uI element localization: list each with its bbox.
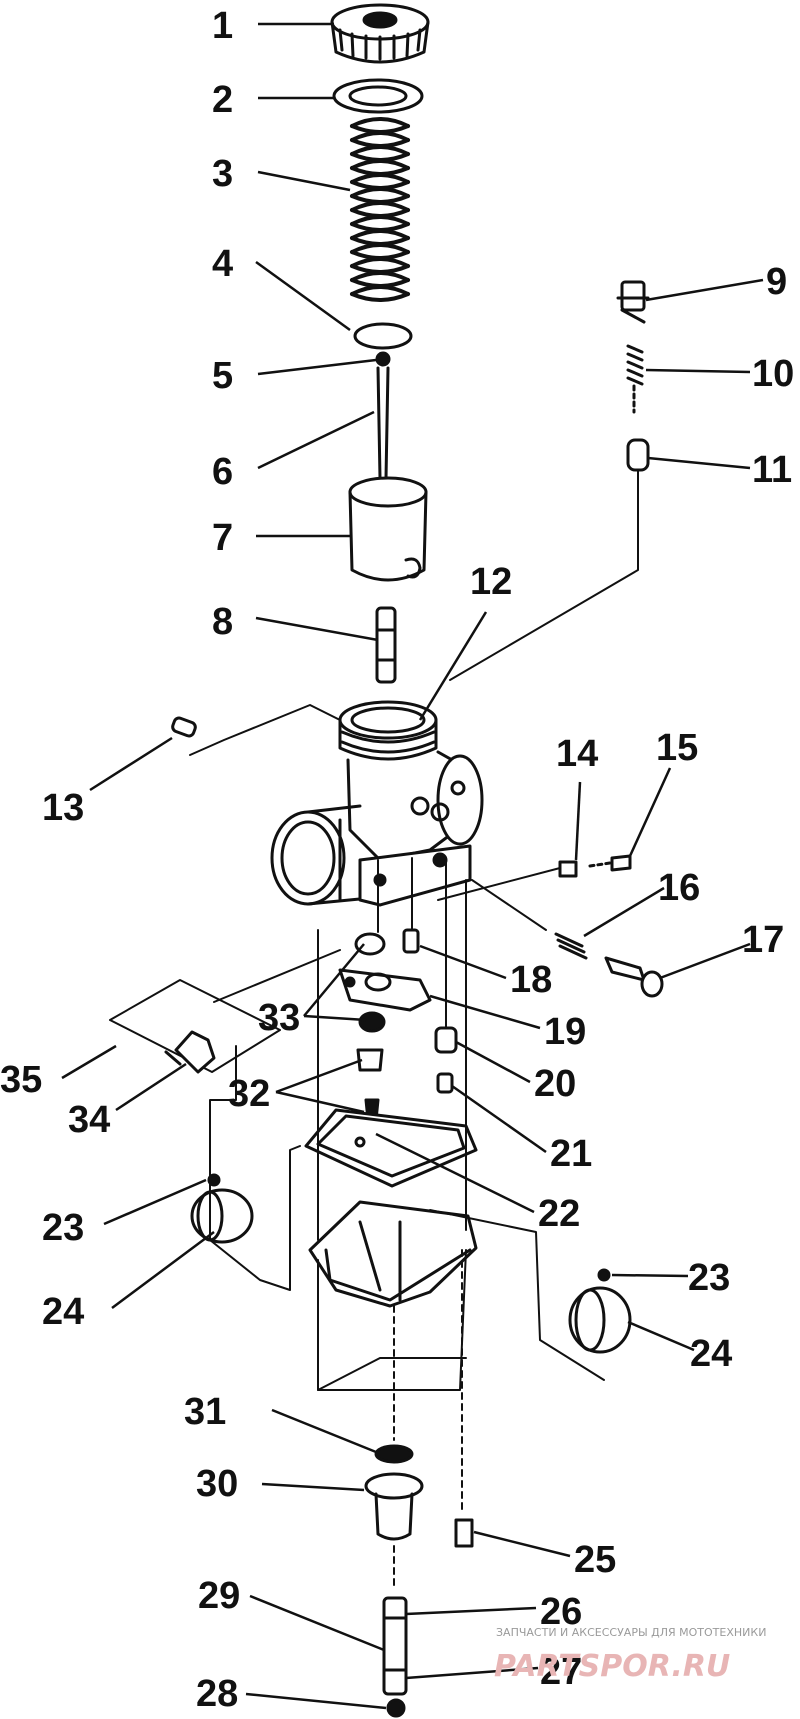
- part-34-35-bracket: [109, 979, 281, 1074]
- part-25-drain-screw: [454, 1249, 474, 1548]
- callout-26: 26: [540, 1591, 582, 1633]
- part-10-spring: [626, 344, 644, 414]
- part-11-plunger: [449, 438, 650, 681]
- callout-32: 32: [228, 1073, 270, 1115]
- callout-8: 8: [212, 601, 233, 643]
- callout-5: 5: [212, 355, 233, 397]
- callout-31: 31: [184, 1391, 226, 1433]
- callout-11: 11: [752, 449, 792, 491]
- callout-23a: 23: [42, 1207, 84, 1249]
- part-3-spring: [350, 117, 410, 302]
- callout-30: 30: [196, 1463, 238, 1505]
- part-1-cap: [330, 3, 430, 64]
- callout-9: 9: [766, 261, 787, 303]
- part-14-15-screw: [558, 854, 632, 878]
- callout-7: 7: [212, 517, 233, 559]
- callout-34: 34: [68, 1099, 110, 1141]
- callout-35: 35: [0, 1059, 42, 1101]
- callout-20: 20: [534, 1063, 576, 1105]
- part-2-washer: [332, 78, 424, 114]
- carburetor-parts: [109, 3, 664, 1718]
- callout-14: 14: [556, 733, 598, 775]
- callout-24b: 24: [690, 1333, 732, 1375]
- part-4-plate: [353, 322, 413, 350]
- watermark-tagline: ЗАПЧАСТИ И АКСЕССУАРЫ ДЛЯ МОТОТЕХНИКИ: [496, 1626, 766, 1639]
- part-20-21-jets: [434, 1026, 458, 1094]
- callout-19: 19: [544, 1011, 586, 1053]
- callout-27: 27: [540, 1651, 582, 1693]
- part-23-24-left: [190, 1173, 254, 1244]
- leader-lines: [61, 22, 764, 1710]
- callout-16: 16: [658, 867, 700, 909]
- part-7-throttle-slide: [348, 476, 428, 582]
- float-bowl: [308, 1200, 478, 1391]
- part-23-24-right: [568, 1268, 632, 1354]
- callout-28: 28: [196, 1673, 238, 1715]
- callout-24a: 24: [42, 1291, 84, 1333]
- watermark-brand: PARTSPOR.RU: [494, 1649, 730, 1684]
- callout-18: 18: [510, 959, 552, 1001]
- callout-3: 3: [212, 153, 233, 195]
- callout-25: 25: [574, 1539, 616, 1581]
- callout-1: 1: [212, 5, 233, 47]
- part-16-17-pilot-screw: [554, 932, 664, 998]
- part-30-31-fitting: [364, 1444, 424, 1541]
- assembly-lines: [189, 704, 605, 1591]
- callout-numbers: 1 2 3 4 5 6 7 8 9 10 11 12 13 14 15 16 1…: [0, 5, 794, 1715]
- part-12-carburetor-body: [270, 700, 484, 907]
- part-9-fitting: [616, 280, 650, 324]
- part-28-nut: [386, 1698, 406, 1718]
- watermark: ЗАПЧАСТИ И АКСЕССУАРЫ ДЛЯ МОТОТЕХНИКИ PA…: [494, 1626, 766, 1684]
- callout-23b: 23: [688, 1257, 730, 1299]
- part-13-plug: [171, 716, 197, 738]
- callout-17: 17: [742, 919, 784, 961]
- callout-15: 15: [656, 727, 698, 769]
- callout-2: 2: [212, 79, 233, 121]
- callout-29: 29: [198, 1575, 240, 1617]
- part-19-plate: [338, 968, 432, 1012]
- part-8-needle-jet: [375, 606, 397, 684]
- part-26-27-29-tube: [382, 1596, 408, 1696]
- part-22-gasket: [304, 1108, 478, 1188]
- callout-22: 22: [538, 1193, 580, 1235]
- callout-10: 10: [752, 353, 794, 395]
- callout-6: 6: [212, 451, 233, 493]
- callout-21: 21: [550, 1133, 592, 1175]
- callout-12: 12: [470, 561, 512, 603]
- callout-33: 33: [258, 997, 300, 1039]
- callout-13: 13: [42, 787, 84, 829]
- part-5-6-clip-needle: [375, 351, 391, 480]
- callout-4: 4: [212, 243, 233, 285]
